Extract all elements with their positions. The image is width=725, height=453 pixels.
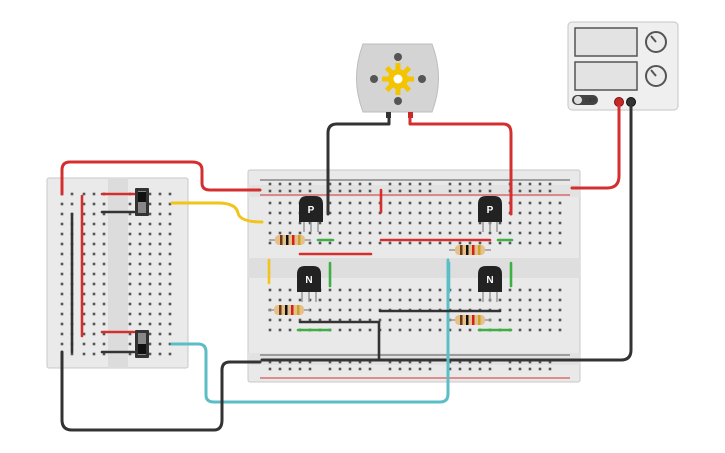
transistor-label: P (487, 205, 494, 216)
transistor-q2[interactable]: P (478, 196, 502, 232)
wire-psu-negative (260, 104, 633, 362)
wire-yellow (170, 201, 264, 224)
resistor[interactable] (449, 315, 491, 325)
resistor[interactable] (449, 245, 491, 255)
wires (60, 104, 633, 432)
current-display (574, 61, 638, 91)
wire-mini-ground (60, 350, 262, 432)
transistor-label: N (486, 275, 493, 286)
resistor[interactable] (268, 305, 310, 315)
transistor-q3[interactable]: N (297, 266, 321, 302)
slide-switch-top[interactable] (135, 188, 149, 216)
transistor-label: P (308, 205, 315, 216)
wire-motor-red (408, 116, 513, 216)
dc-motor (356, 43, 439, 118)
resistors (268, 235, 491, 325)
wire-motor-black (326, 116, 391, 216)
transistor-q4[interactable]: N (478, 266, 502, 302)
wire-teal (170, 258, 450, 404)
power-supply: OFF (567, 21, 679, 111)
wire-psu-positive (570, 104, 621, 190)
transistor-label: N (305, 275, 312, 286)
mini-breadboard (46, 177, 189, 369)
off-label: OFF (586, 98, 596, 104)
transistor-q1[interactable]: P (299, 196, 323, 232)
gear-icon (382, 63, 414, 95)
wire-mini-to-main-positive (60, 160, 262, 196)
resistor[interactable] (269, 235, 311, 245)
slide-switch-bottom[interactable] (135, 330, 149, 358)
voltage-display (574, 27, 638, 57)
